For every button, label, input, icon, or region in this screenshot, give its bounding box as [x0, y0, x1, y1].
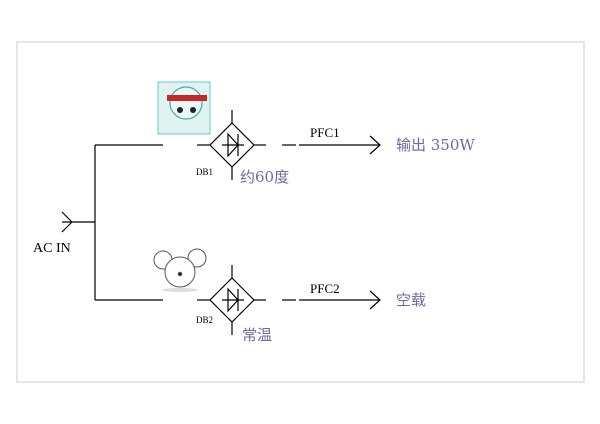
bridge-rectifier-db2 — [209, 265, 266, 335]
ac-in-label: AC IN — [33, 241, 71, 256]
pfc2-label: PFC2 — [310, 281, 340, 296]
pfc1-arrow — [299, 135, 381, 155]
db1-label: DB1 — [196, 167, 213, 177]
frame — [16, 41, 585, 383]
mouse-mascot-icon — [153, 248, 207, 292]
ac-input-arrow — [61, 145, 96, 300]
pfc2-output: 空载 — [396, 291, 426, 309]
pfc2-arrow — [299, 290, 381, 310]
db2-temperature: 常温 — [242, 326, 272, 344]
hot-mascot-icon — [157, 81, 211, 135]
pfc1-label: PFC1 — [310, 125, 340, 140]
db2-label: DB2 — [196, 315, 213, 325]
branch-1 — [95, 110, 381, 180]
branch-2 — [95, 265, 381, 335]
db1-temperature: 约60度 — [240, 168, 289, 186]
pfc1-output: 输出 350W — [396, 136, 475, 154]
bridge-rectifier-db1 — [209, 110, 266, 180]
